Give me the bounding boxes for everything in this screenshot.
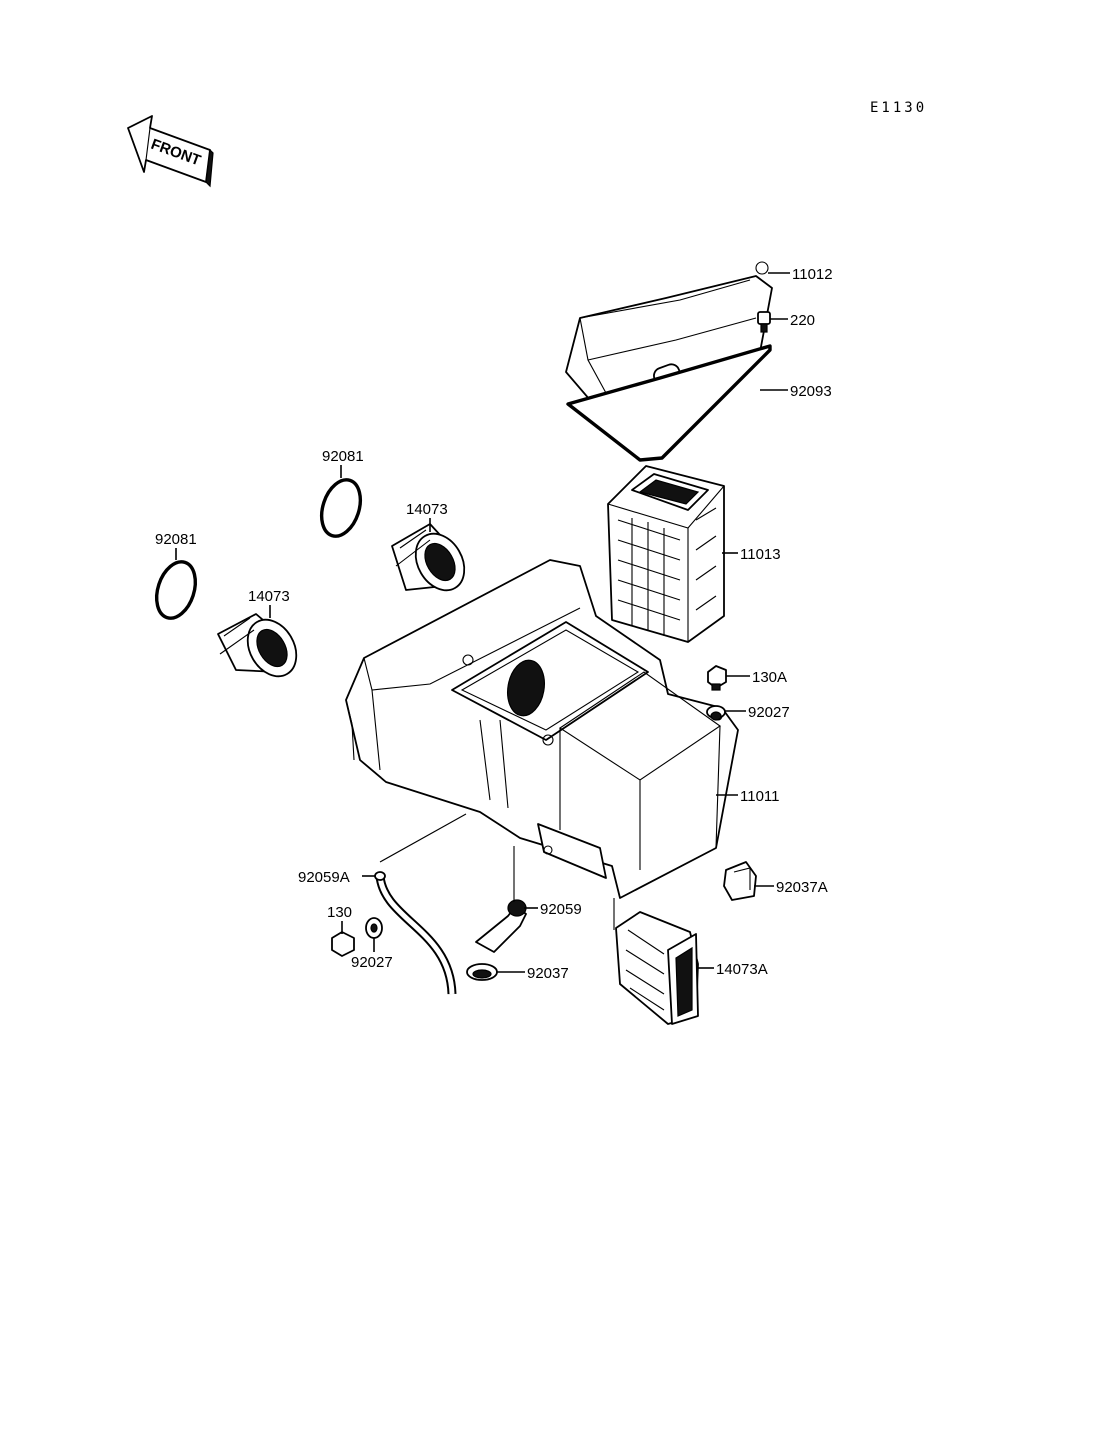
intake-duct-14073A bbox=[615, 911, 699, 1025]
diagram-code: E1130 bbox=[870, 100, 927, 116]
callout-14073A: 14073A bbox=[716, 961, 768, 978]
callout-130A: 130A bbox=[752, 669, 787, 686]
clamp-92037A-icon bbox=[723, 861, 757, 901]
seal-ring-lower bbox=[154, 560, 198, 620]
callout-92081-lower: 92081 bbox=[155, 531, 197, 548]
callout-11013: 11013 bbox=[740, 546, 781, 563]
callout-11011: 11011 bbox=[740, 788, 780, 805]
washer-92027-right-icon bbox=[706, 705, 726, 721]
bolt-130-icon bbox=[331, 931, 355, 957]
drain-cap-92059 bbox=[475, 899, 527, 953]
clamp-92037-icon bbox=[466, 963, 498, 981]
seal-ring-upper bbox=[319, 478, 363, 538]
callout-11012: 11012 bbox=[792, 266, 833, 283]
callout-92037A: 92037A bbox=[776, 879, 828, 896]
front-arrow-icon: FRONT bbox=[127, 115, 214, 188]
callout-92037: 92037 bbox=[527, 965, 569, 982]
cover-gasket bbox=[566, 344, 772, 462]
callout-14073-lower: 14073 bbox=[248, 588, 290, 605]
callout-92027-left: 92027 bbox=[351, 954, 393, 971]
callout-92081-upper: 92081 bbox=[322, 448, 364, 465]
callout-14073-upper: 14073 bbox=[406, 501, 448, 518]
callout-92059A: 92059A bbox=[298, 869, 350, 886]
leader-lines bbox=[175, 272, 790, 973]
intake-duct-lower bbox=[217, 613, 298, 678]
callout-220: 220 bbox=[790, 312, 815, 329]
callout-92093: 92093 bbox=[790, 383, 832, 400]
callout-130: 130 bbox=[327, 904, 352, 921]
washer-92027-left-icon bbox=[365, 917, 383, 939]
callout-92059: 92059 bbox=[540, 901, 582, 918]
bolt-130A-icon bbox=[707, 665, 727, 691]
bolt-220-icon bbox=[757, 311, 771, 333]
drain-hose-92059A bbox=[374, 871, 457, 995]
air-cleaner-case bbox=[345, 559, 739, 899]
intake-duct-upper bbox=[391, 523, 466, 592]
air-filter-element bbox=[607, 465, 725, 643]
callout-92027-right: 92027 bbox=[748, 704, 790, 721]
